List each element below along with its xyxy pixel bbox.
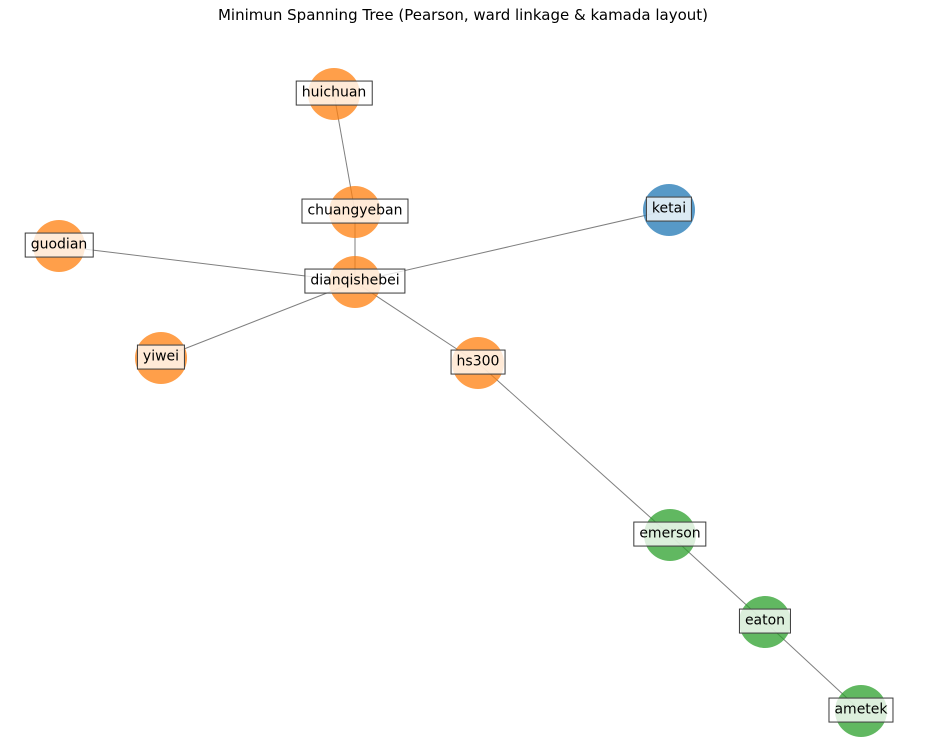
edge-hs300-emerson — [477, 362, 671, 536]
figure-title: Minimun Spanning Tree (Pearson, ward lin… — [217, 6, 709, 24]
node-circle-chuangyeban — [329, 186, 381, 238]
edge-dianqishebei-yiwei — [160, 281, 356, 359]
node-circle-hs300 — [452, 337, 504, 389]
node-circle-guodian — [33, 220, 85, 272]
node-circle-yiwei — [135, 332, 187, 384]
node-circle-eaton — [739, 596, 791, 648]
node-circle-ametek — [835, 685, 887, 737]
node-circle-emerson — [644, 509, 696, 561]
node-circle-ketai — [643, 184, 695, 236]
node-circle-dianqishebei — [329, 256, 381, 308]
edge-dianqishebei-ketai — [354, 209, 670, 283]
edge-guodian-dianqishebei — [58, 245, 356, 283]
node-circle-huichuan — [308, 68, 360, 120]
